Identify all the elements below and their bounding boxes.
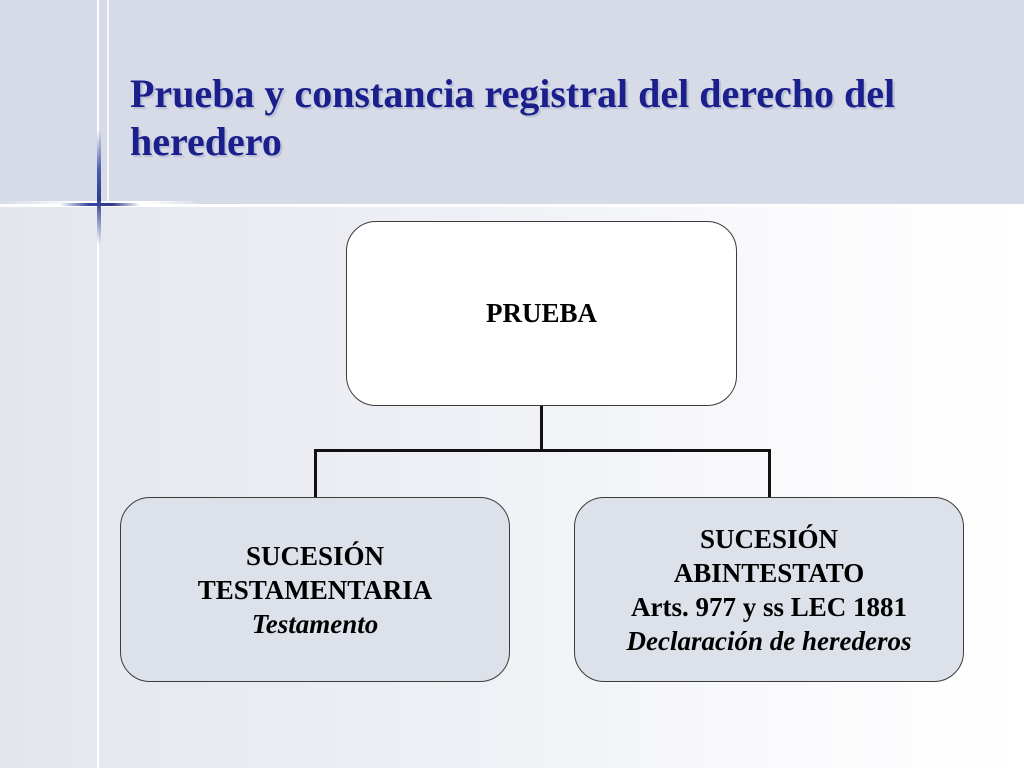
node-prueba: PRUEBA	[346, 221, 737, 406]
decorative-vertical-line	[97, 0, 99, 768]
connector-left-down	[314, 449, 317, 497]
node-right-line1: SUCESIÓN	[699, 523, 839, 554]
slide-title: Prueba y constancia registral del derech…	[130, 71, 896, 164]
decorative-cross-vertical	[97, 130, 101, 245]
connector-horizontal-bar	[314, 449, 771, 452]
node-left-line2: TESTAMENTARIA	[197, 574, 433, 605]
node-sucesion-abintestato: SUCESIÓN ABINTESTATO Arts. 977 y ss LEC …	[574, 497, 964, 682]
node-sucesion-testamentaria: SUCESIÓN TESTAMENTARIA Testamento	[120, 497, 510, 682]
decorative-vertical-line-secondary	[107, 0, 109, 205]
connector-right-down	[768, 449, 771, 497]
connector-root-down	[540, 406, 543, 450]
node-prueba-label: PRUEBA	[485, 298, 597, 328]
decorative-cross-horizontal	[60, 203, 140, 206]
node-right-line3: Arts. 977 y ss LEC 1881	[630, 591, 907, 622]
slide-header-band	[0, 0, 1024, 205]
node-left-line3: Testamento	[251, 608, 379, 639]
node-left-line1: SUCESIÓN	[245, 540, 385, 571]
header-divider	[0, 204, 1024, 207]
node-right-line4: Declaración de herederos	[626, 625, 912, 656]
node-right-line2: ABINTESTATO	[673, 557, 865, 588]
